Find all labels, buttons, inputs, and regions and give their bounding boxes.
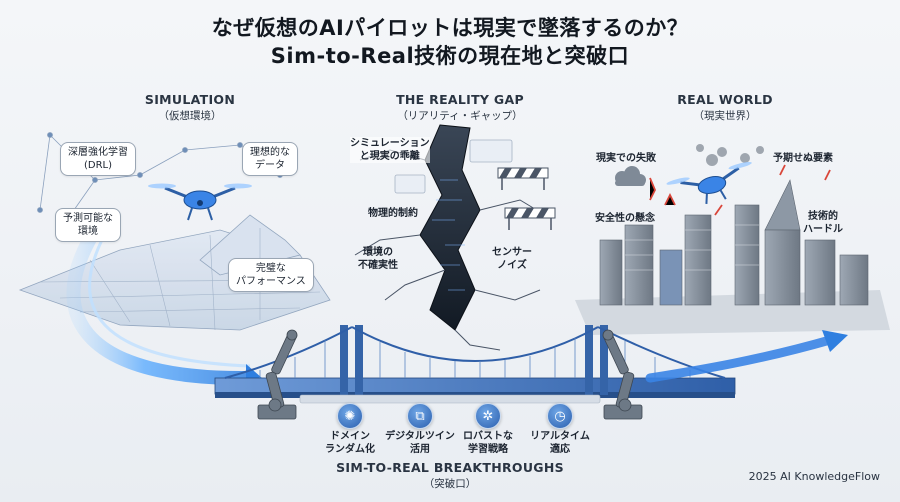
bubble-ideal-data: 理想的な データ bbox=[242, 142, 298, 176]
breakthrough-label-realtime: リアルタイム 適応 bbox=[530, 431, 590, 455]
progress-arrow bbox=[645, 335, 835, 383]
barrier-icon bbox=[497, 167, 549, 190]
gear-network-icon: ✺ bbox=[337, 403, 363, 429]
page-subtitle: Sim-to-Real技術の現在地と突破口 bbox=[270, 44, 630, 68]
robot-arm-right-icon bbox=[602, 329, 643, 420]
simulation-subheading: （仮想環境） bbox=[158, 110, 222, 122]
breakthrough-item-twin: ⧉ bbox=[395, 403, 445, 429]
breakthrough-label-domain: ドメイン ランダム化 bbox=[325, 431, 375, 455]
sim-drone-icon bbox=[148, 183, 252, 221]
barrier-icon-2 bbox=[504, 207, 556, 230]
page-title: なぜ仮想のAIパイロットは現実で墜落するのか？ bbox=[211, 16, 689, 40]
gap-label-sensor-noise: センサー ノイズ bbox=[492, 247, 532, 271]
bubble-predictable: 予測可能な 環境 bbox=[55, 208, 121, 242]
real-label-failure: 現実での失敗 bbox=[596, 153, 656, 164]
real-label-unexpected: 予期せぬ要素 bbox=[773, 153, 833, 164]
gap-heading: THE REALITY GAP bbox=[396, 92, 524, 107]
gap-label-physical: 物理的制約 bbox=[368, 208, 418, 219]
clock-icon: ◷ bbox=[547, 403, 573, 429]
bubble-drl: 深層強化学習 (DRL) bbox=[60, 142, 136, 176]
breakthroughs-subheading: （突破口） bbox=[423, 478, 477, 490]
breakthrough-item-domain: ✺ bbox=[325, 403, 375, 429]
base-panel bbox=[299, 394, 601, 404]
breakthrough-label-robust: ロバストな 学習戦略 bbox=[463, 431, 513, 455]
real-heading: REAL WORLD bbox=[677, 92, 773, 107]
bubble-perfect-performance: 完璧な パフォーマンス bbox=[228, 258, 314, 292]
real-world-city bbox=[575, 144, 890, 335]
real-label-safety: 安全性の懸念 bbox=[595, 213, 655, 224]
real-drone-icon bbox=[666, 162, 752, 204]
robust-gear-icon: ✲ bbox=[475, 403, 501, 429]
breakthrough-item-robust: ✲ bbox=[463, 403, 513, 429]
gap-subheading: （リアリティ・ギャップ） bbox=[397, 110, 523, 122]
gap-label-uncertainty: 環境の 不確実性 bbox=[358, 247, 398, 271]
gap-label-divergence: シミュレーション と現実の乖離 bbox=[350, 137, 430, 163]
breakthrough-item-realtime: ◷ bbox=[535, 403, 585, 429]
simulation-heading: SIMULATION bbox=[144, 92, 236, 107]
breakthroughs-heading: SIM-TO-REAL BREAKTHROUGHS bbox=[336, 460, 564, 475]
breakthrough-label-twin: デジタルツイン 活用 bbox=[385, 431, 455, 455]
digital-twin-icon: ⧉ bbox=[407, 403, 433, 429]
footer-credit: 2025 AI KnowledgeFlow bbox=[748, 470, 880, 483]
real-label-technical: 技術的 ハードル bbox=[803, 211, 843, 235]
real-subheading: （現実世界） bbox=[693, 110, 757, 122]
robot-arm-left-icon bbox=[257, 329, 298, 420]
storm-cloud-icon bbox=[615, 166, 646, 186]
data-stream bbox=[66, 223, 257, 386]
